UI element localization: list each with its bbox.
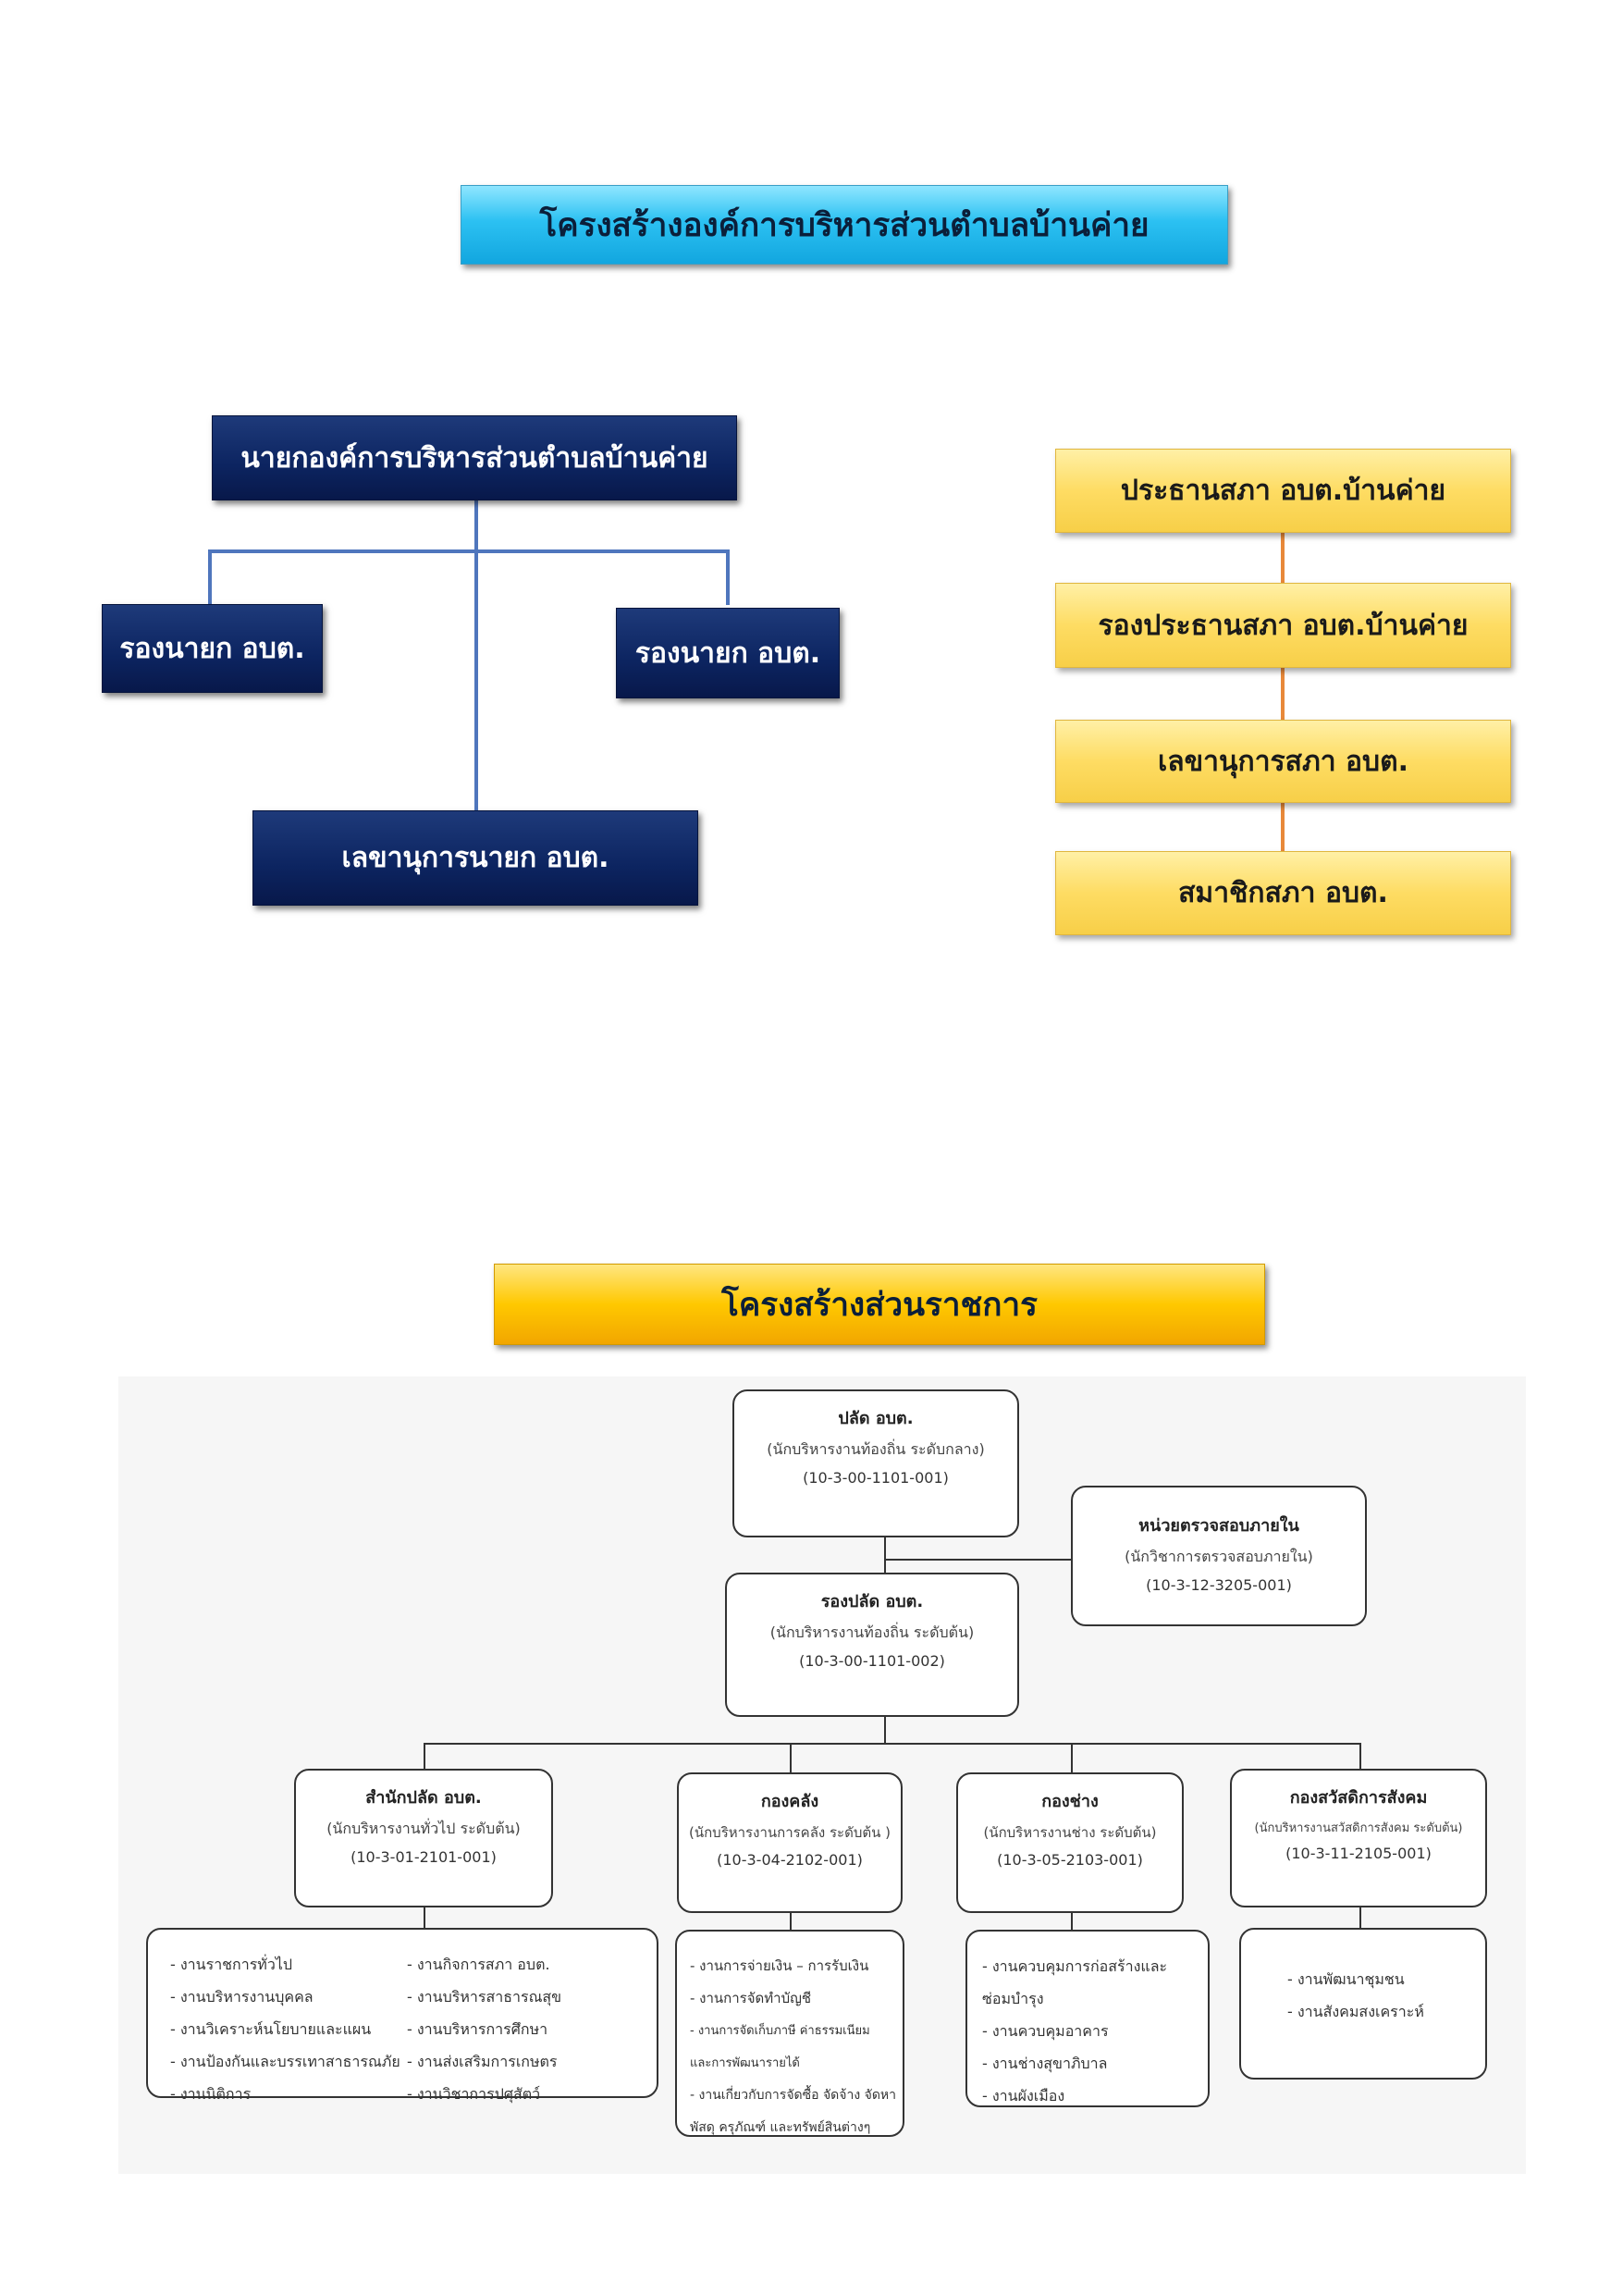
bottom-title-banner: โครงสร้างส่วนราชการ bbox=[494, 1264, 1265, 1345]
council-members-label: สมาชิกสภา อบต. bbox=[1178, 877, 1388, 909]
task-item: และการพัฒนารายได้ bbox=[690, 2056, 800, 2070]
deputy-mayor-right-box: รองนายก อบต. bbox=[616, 608, 840, 698]
council-vice-chair-box: รองประธานสภา อบต.บ้านค่าย bbox=[1055, 583, 1511, 668]
connector-line bbox=[1281, 531, 1285, 583]
task-item: - งานกิจการสภา อบต. bbox=[407, 1956, 550, 1973]
org-chart-scan: ปลัด อบต. (นักบริหารงานท้องถิ่น ระดับกลา… bbox=[118, 1376, 1526, 2174]
palad-title: ปลัด อบต. bbox=[838, 1409, 914, 1428]
task-item: - งานวิเคราะห์นโยบายและแผน bbox=[170, 2020, 372, 2038]
finance-tasks-box: - งานการจ่ายเงิน – การรับเงิน - งานการจั… bbox=[675, 1930, 904, 2137]
deputy-mayor-left-label: รองนายก อบต. bbox=[119, 632, 305, 665]
palad-code: (10-3-00-1101-001) bbox=[803, 1469, 949, 1487]
finance-division-title: กองคลัง bbox=[760, 1792, 819, 1811]
engineering-tasks-box: - งานควบคุมการก่อสร้างและ ซ่อมบำรุง - งา… bbox=[965, 1930, 1210, 2107]
task-item: - งานผังเมือง bbox=[982, 2087, 1065, 2105]
task-item: - งานราชการทั่วไป bbox=[170, 1956, 293, 1973]
top-title-banner: โครงสร้างองค์การบริหารส่วนตำบลบ้านค่าย bbox=[461, 185, 1228, 265]
connector-line bbox=[1359, 1743, 1361, 1769]
task-item: - งานสังคมสงเคราะห์ bbox=[1287, 2003, 1424, 2020]
connector-line bbox=[1359, 1906, 1361, 1928]
task-item: - งานนิติการ bbox=[170, 2085, 252, 2103]
connector-line bbox=[726, 549, 730, 605]
connector-line bbox=[208, 549, 730, 553]
council-chair-box: ประธานสภา อบต.บ้านค่าย bbox=[1055, 449, 1511, 533]
bottom-title: โครงสร้างส่วนราชการ bbox=[721, 1286, 1038, 1324]
connector-line bbox=[1281, 801, 1285, 851]
task-item: - งานการจัดเก็บภาษี ค่าธรรมเนียม bbox=[690, 2024, 870, 2038]
mayor-label: นายกองค์การบริหารส่วนตำบลบ้านค่าย bbox=[240, 441, 708, 475]
task-item: - งานพัฒนาชุมชน bbox=[1287, 1970, 1405, 1988]
task-item: - งานช่างสุขาภิบาล bbox=[982, 2055, 1108, 2072]
finance-division-box: กองคลัง (นักบริหารงานการคลัง ระดับต้น ) … bbox=[677, 1772, 903, 1913]
welfare-tasks-box: - งานพัฒนาชุมชน - งานสังคมสงเคราะห์ bbox=[1239, 1928, 1487, 2080]
connector-line bbox=[884, 1716, 886, 1744]
office-tasks-box: - งานราชการทั่วไป - งานบริหารงานบุคคล - … bbox=[146, 1928, 658, 2103]
council-secretary-label: เลขานุการสภา อบต. bbox=[1158, 745, 1408, 778]
engineering-division-title: กองช่าง bbox=[1041, 1792, 1099, 1811]
palad-position: (นักบริหารงานท้องถิ่น ระดับกลาง) bbox=[767, 1440, 985, 1458]
office-of-palad-position: (นักบริหารงานทั่วไป ระดับต้น) bbox=[326, 1820, 521, 1837]
deputy-palad-position: (นักบริหารงานท้องถิ่น ระดับต้น) bbox=[769, 1623, 975, 1641]
connector-line bbox=[1071, 1743, 1073, 1772]
internal-audit-box: หน่วยตรวจสอบภายใน (นักวิชาการตรวจสอบภายใ… bbox=[1071, 1486, 1367, 1626]
office-of-palad-box: สำนักปลัด อบต. (นักบริหารงานทั่วไป ระดับ… bbox=[294, 1769, 553, 1907]
task-item: - งานควบคุมการก่อสร้างและ bbox=[982, 1957, 1168, 1975]
task-item: - งานเกี่ยวกับการจัดซื้อ จัดจ้าง จัดหา bbox=[690, 2088, 897, 2103]
deputy-palad-box: รองปลัด อบต. (นักบริหารงานท้องถิ่น ระดับ… bbox=[725, 1573, 1019, 1717]
task-item: - งานบริหารงานบุคคล bbox=[170, 1988, 314, 2006]
task-item: พัสดุ ครุภัณฑ์ และทรัพย์สินต่างๆ bbox=[690, 2120, 871, 2135]
welfare-division-position: (นักบริหารงานสวัสดิการสังคม ระดับต้น) bbox=[1254, 1821, 1463, 1835]
welfare-division-box: กองสวัสดิการสังคม (นักบริหารงานสวัสดิการ… bbox=[1230, 1769, 1487, 1907]
task-item: - งานบริหารการศึกษา bbox=[407, 2020, 548, 2038]
task-item: - งานบริหารสาธารณสุข bbox=[407, 1988, 562, 2006]
task-item: - งานการจัดทำบัญชี bbox=[690, 1990, 812, 2006]
mayor-secretary-label: เลขานุการนายก อบต. bbox=[341, 842, 609, 874]
connector-line bbox=[208, 549, 212, 605]
council-secretary-box: เลขานุการสภา อบต. bbox=[1055, 720, 1511, 803]
internal-audit-code: (10-3-12-3205-001) bbox=[1146, 1576, 1292, 1594]
finance-division-code: (10-3-04-2102-001) bbox=[717, 1851, 863, 1869]
office-of-palad-code: (10-3-01-2101-001) bbox=[350, 1848, 497, 1866]
welfare-division-title: กองสวัสดิการสังคม bbox=[1289, 1788, 1428, 1808]
internal-audit-title: หน่วยตรวจสอบภายใน bbox=[1138, 1516, 1299, 1536]
connector-line bbox=[424, 1743, 425, 1769]
deputy-mayor-left-box: รองนายก อบต. bbox=[102, 604, 323, 693]
deputy-mayor-right-label: รองนายก อบต. bbox=[634, 636, 821, 670]
engineering-division-code: (10-3-05-2103-001) bbox=[997, 1851, 1143, 1869]
task-item: - งานวิชาการปศุสัตว์ bbox=[407, 2085, 541, 2103]
palad-box: ปลัด อบต. (นักบริหารงานท้องถิ่น ระดับกลา… bbox=[732, 1389, 1019, 1537]
connector-line bbox=[884, 1559, 1071, 1561]
task-item: - งานควบคุมอาคาร bbox=[982, 2022, 1109, 2040]
connector-line bbox=[790, 1743, 792, 1772]
office-of-palad-title: สำนักปลัด อบต. bbox=[365, 1788, 482, 1808]
deputy-palad-code: (10-3-00-1101-002) bbox=[799, 1652, 945, 1670]
internal-audit-position: (นักวิชาการตรวจสอบภายใน) bbox=[1125, 1548, 1313, 1565]
council-members-box: สมาชิกสภา อบต. bbox=[1055, 851, 1511, 935]
connector-line bbox=[474, 500, 478, 810]
council-chair-label: ประธานสภา อบต.บ้านค่าย bbox=[1120, 475, 1446, 507]
finance-division-position: (นักบริหารงานการคลัง ระดับต้น ) bbox=[688, 1824, 891, 1841]
task-item: - งานป้องกันและบรรเทาสาธารณภัย bbox=[170, 2053, 400, 2070]
connector-line bbox=[1281, 666, 1285, 720]
welfare-division-code: (10-3-11-2105-001) bbox=[1285, 1845, 1432, 1862]
deputy-palad-title: รองปลัด อบต. bbox=[820, 1592, 924, 1611]
task-item: ซ่อมบำรุง bbox=[982, 1990, 1044, 2007]
council-vice-chair-label: รองประธานสภา อบต.บ้านค่าย bbox=[1098, 609, 1469, 642]
engineering-division-box: กองช่าง (นักบริหารงานช่าง ระดับต้น) (10-… bbox=[956, 1772, 1184, 1913]
connector-line bbox=[790, 1911, 792, 1932]
task-item: - งานส่งเสริมการเกษตร bbox=[407, 2053, 558, 2070]
mayor-box: นายกองค์การบริหารส่วนตำบลบ้านค่าย bbox=[212, 415, 737, 500]
connector-line bbox=[1071, 1911, 1073, 1932]
connector-line bbox=[424, 1743, 1361, 1745]
task-item: - งานการจ่ายเงิน – การรับเงิน bbox=[690, 1957, 869, 1974]
engineering-division-position: (นักบริหารงานช่าง ระดับต้น) bbox=[983, 1824, 1157, 1841]
connector-line bbox=[424, 1906, 425, 1928]
mayor-secretary-box: เลขานุการนายก อบต. bbox=[252, 810, 698, 906]
top-title: โครงสร้างองค์การบริหารส่วนตำบลบ้านค่าย bbox=[539, 206, 1150, 244]
